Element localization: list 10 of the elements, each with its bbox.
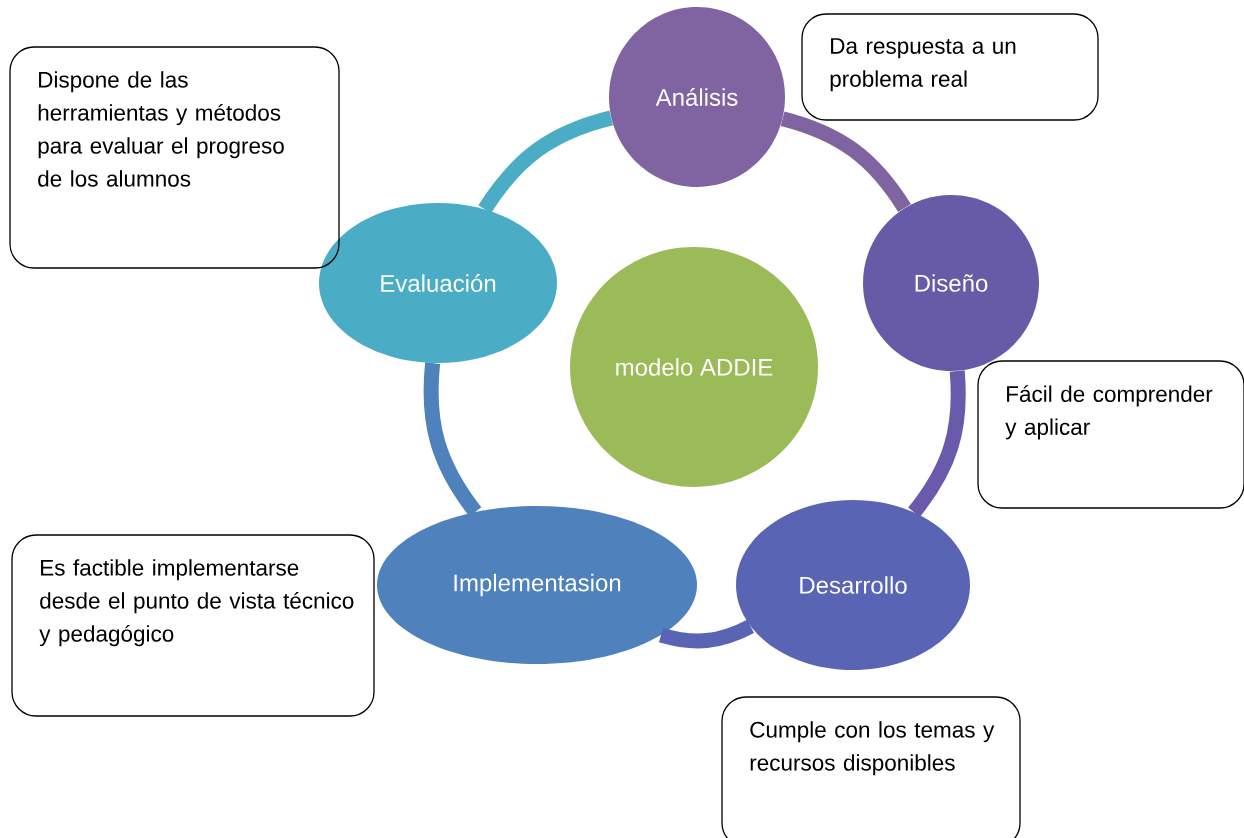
- note-box: Da respuesta a un problema real: [801, 13, 1099, 121]
- note-box: Dispone de las herramientas y métodos para evaluar el progreso de los alumnos: [9, 46, 340, 269]
- arc-connector: [423, 362, 482, 517]
- arc-connector: [780, 111, 911, 213]
- note-box: Fácil de comprender y aplicar: [977, 360, 1244, 509]
- note-box: Es factible implementarse desde el punto de vista técnico y pedagógico: [11, 534, 375, 717]
- arc-connector: [908, 370, 966, 517]
- arc-connector: [478, 110, 614, 214]
- note-box: Cumple con los temas y recursos disponibles: [721, 696, 1021, 838]
- arc-connector: [659, 619, 754, 649]
